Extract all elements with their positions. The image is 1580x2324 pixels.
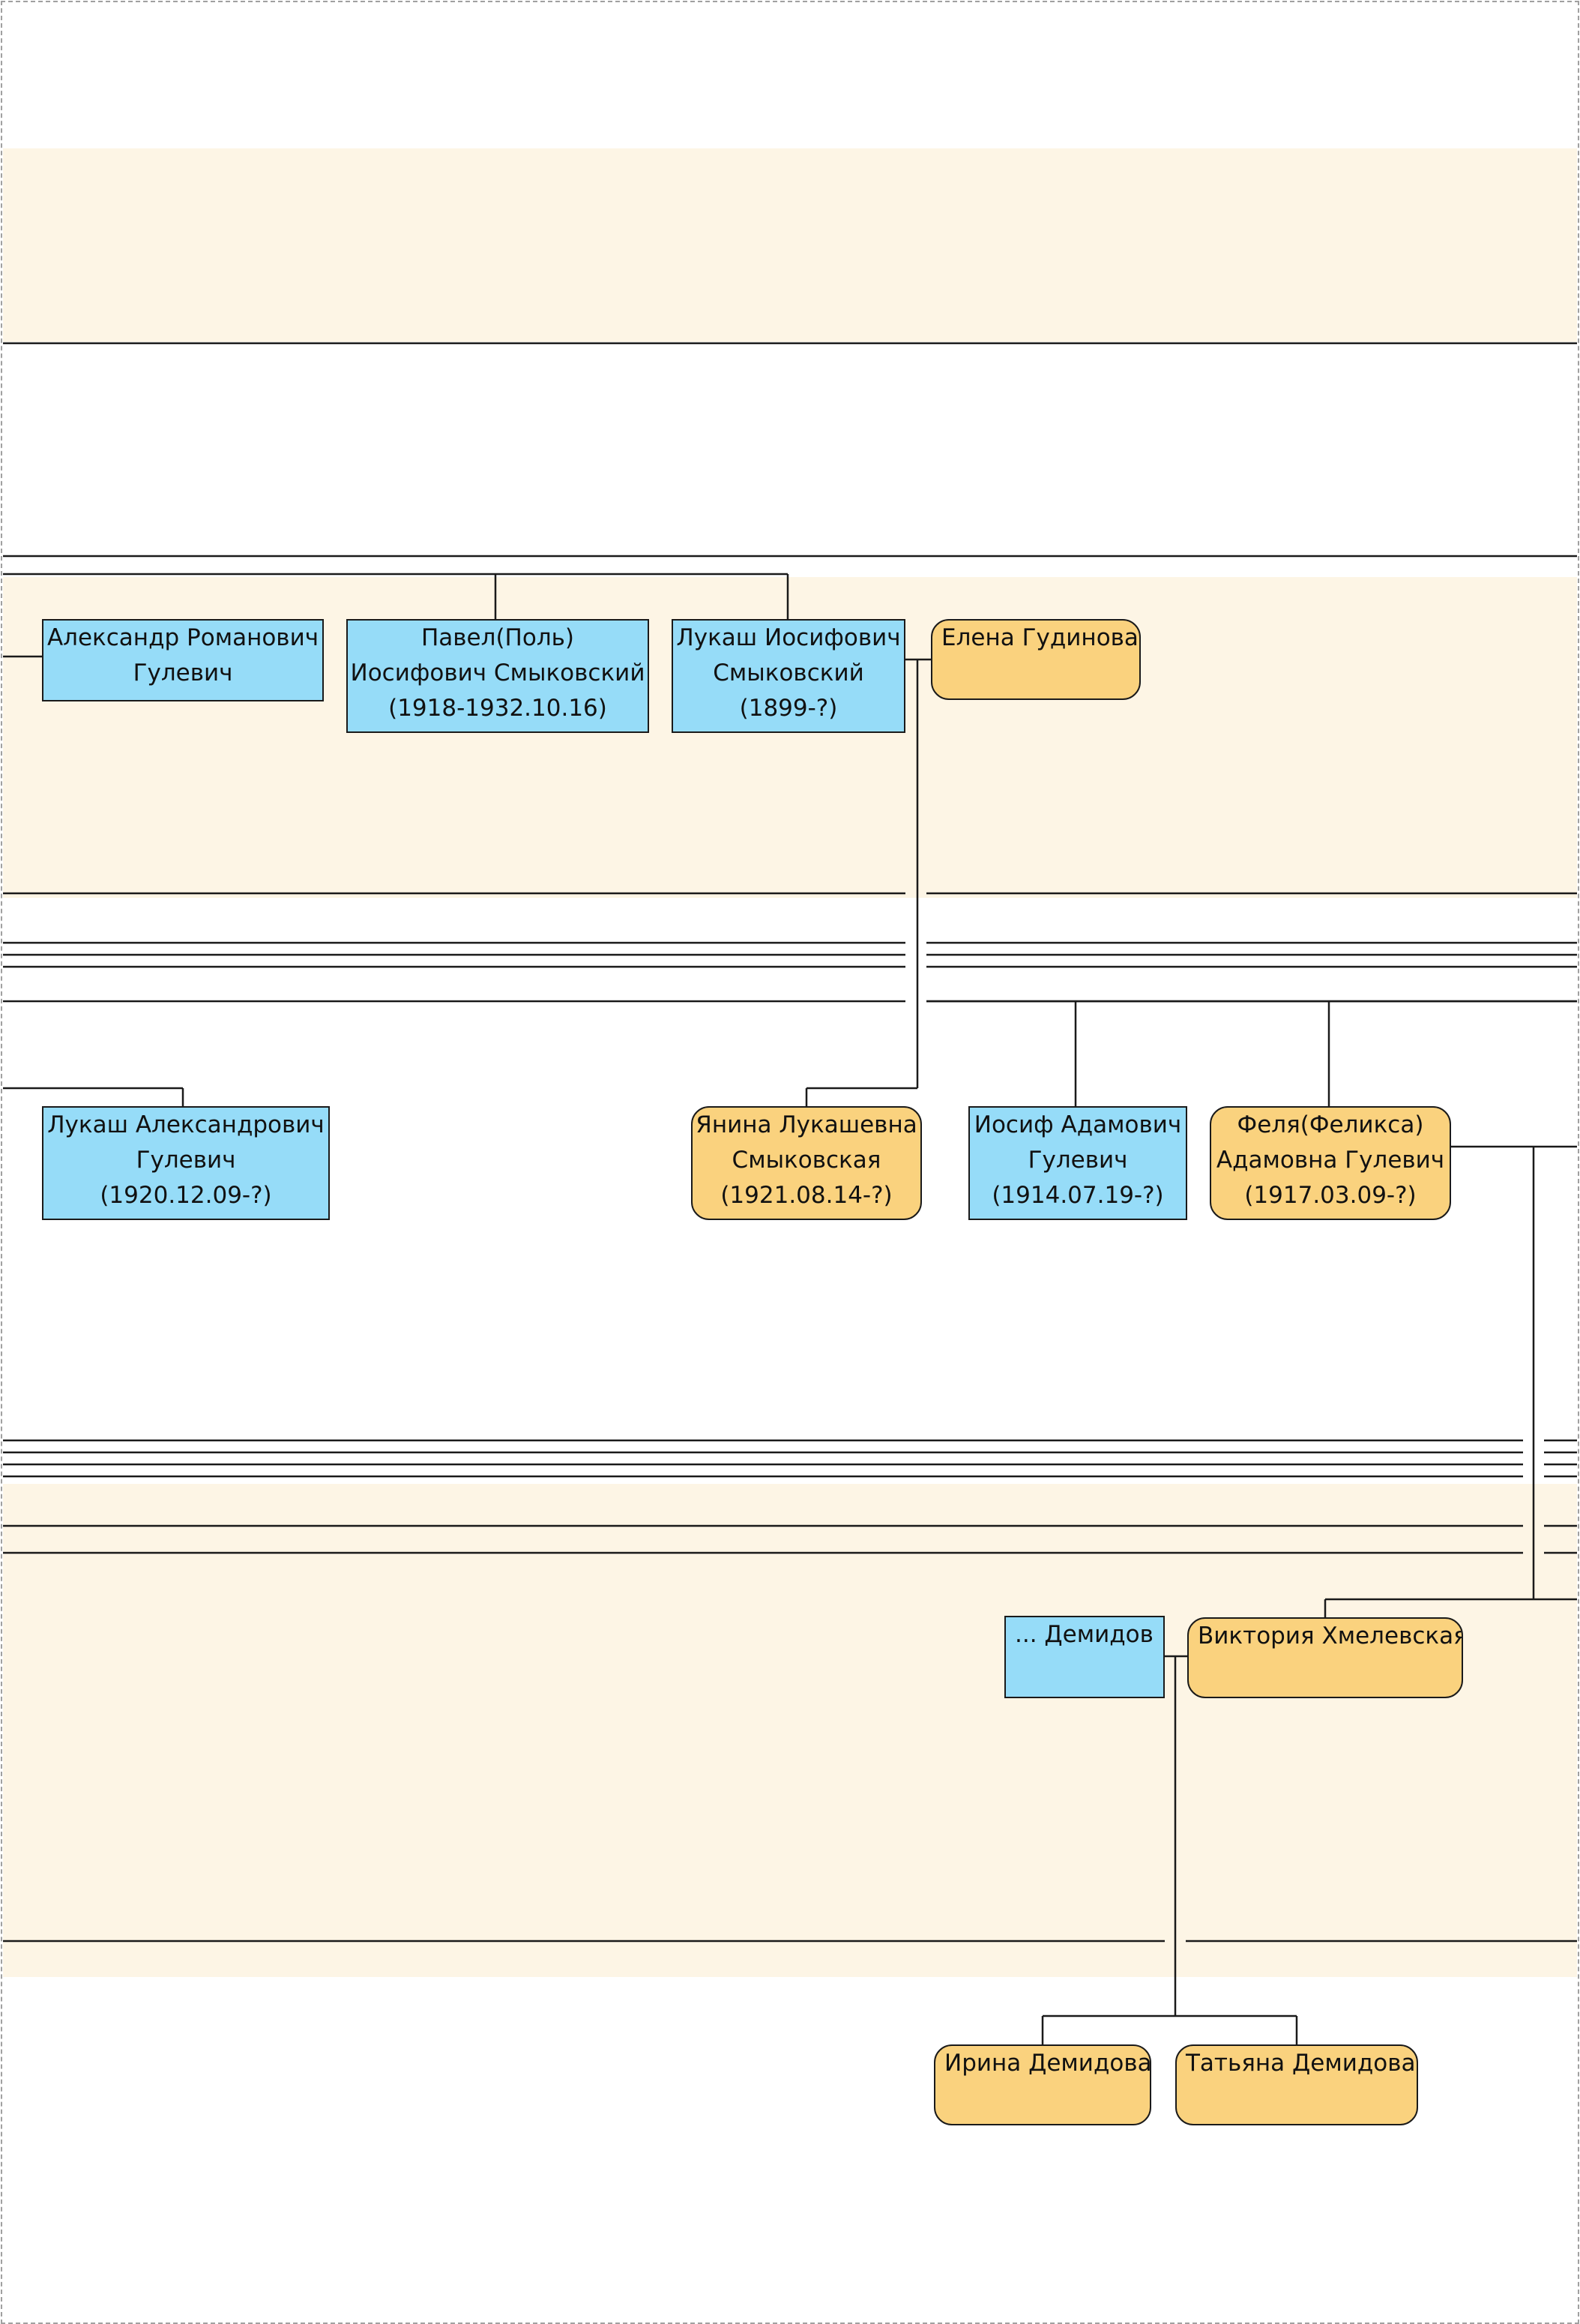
- person-name-line: Ирина Демидова: [944, 2050, 1151, 2077]
- person-name-line: Елена Гудинова: [941, 624, 1139, 651]
- person-name-line: Смыковская: [732, 1147, 881, 1174]
- person-elena-gudinova[interactable]: Елена Гудинова: [931, 619, 1141, 700]
- person-name-line: Адамовна Гулевич: [1216, 1147, 1445, 1174]
- generation-band: [3, 148, 1577, 342]
- person-dates: (1899-?): [739, 695, 838, 722]
- person-name-line: Гулевич: [136, 1147, 236, 1174]
- person-name-line: Лукаш Иосифович: [676, 624, 901, 651]
- person-name-line: Гулевич: [1028, 1147, 1128, 1174]
- person-lukash-gulevich[interactable]: Лукаш Александрович Гулевич (1920.12.09-…: [42, 1106, 330, 1220]
- person-name-line: Смыковский: [713, 660, 864, 686]
- person-viktoriya-khmelevskaya[interactable]: Виктория Хмелевская: [1187, 1617, 1463, 1698]
- person-felya-gulevich[interactable]: Феля(Феликса) Адамовна Гулевич (1917.03.…: [1210, 1106, 1451, 1220]
- person-yanina-smykovskaya[interactable]: Янина Лукашевна Смыковская (1921.08.14-?…: [691, 1106, 922, 1220]
- person-dates: (1920.12.09-?): [100, 1182, 272, 1209]
- person-name-line: Иосиф Адамович: [974, 1111, 1182, 1138]
- person-dates: (1921.08.14-?): [720, 1182, 893, 1209]
- person-name-line: Иосифович Смыковский: [350, 660, 645, 686]
- person-name-line: Павел(Поль): [420, 624, 574, 651]
- person-name-line: Александр Романович: [46, 624, 319, 651]
- person-lukash-smykovsky[interactable]: Лукаш Иосифович Смыковский (1899-?): [672, 619, 905, 733]
- person-tatyana-demidova[interactable]: Татьяна Демидова: [1175, 2044, 1418, 2125]
- person-name-line: Гулевич: [133, 660, 233, 686]
- person-irina-demidova[interactable]: Ирина Демидова: [934, 2044, 1151, 2125]
- person-name-line: Янина Лукашевна: [696, 1111, 917, 1138]
- person-dates: (1917.03.09-?): [1244, 1182, 1417, 1209]
- person-pavel-smykovsky[interactable]: Павел(Поль) Иосифович Смыковский (1918-1…: [346, 619, 649, 733]
- person-name-line: Татьяна Демидова: [1186, 2050, 1416, 2077]
- person-name-line: Лукаш Александрович: [47, 1111, 325, 1138]
- person-dates: (1918-1932.10.16): [388, 695, 607, 722]
- person-name-line: ... Демидов: [1015, 1621, 1154, 1648]
- person-dates: (1914.07.19-?): [992, 1182, 1164, 1209]
- person-demidov[interactable]: ... Демидов: [1004, 1616, 1165, 1698]
- person-name-line: Феля(Феликса): [1237, 1111, 1424, 1138]
- person-aleksandr-gulevich[interactable]: Александр Романович Гулевич: [42, 619, 324, 701]
- generation-band: [3, 1484, 1577, 1977]
- person-iosif-gulevich[interactable]: Иосиф Адамович Гулевич (1914.07.19-?): [968, 1106, 1187, 1220]
- person-name-line: Виктория Хмелевская: [1198, 1623, 1463, 1650]
